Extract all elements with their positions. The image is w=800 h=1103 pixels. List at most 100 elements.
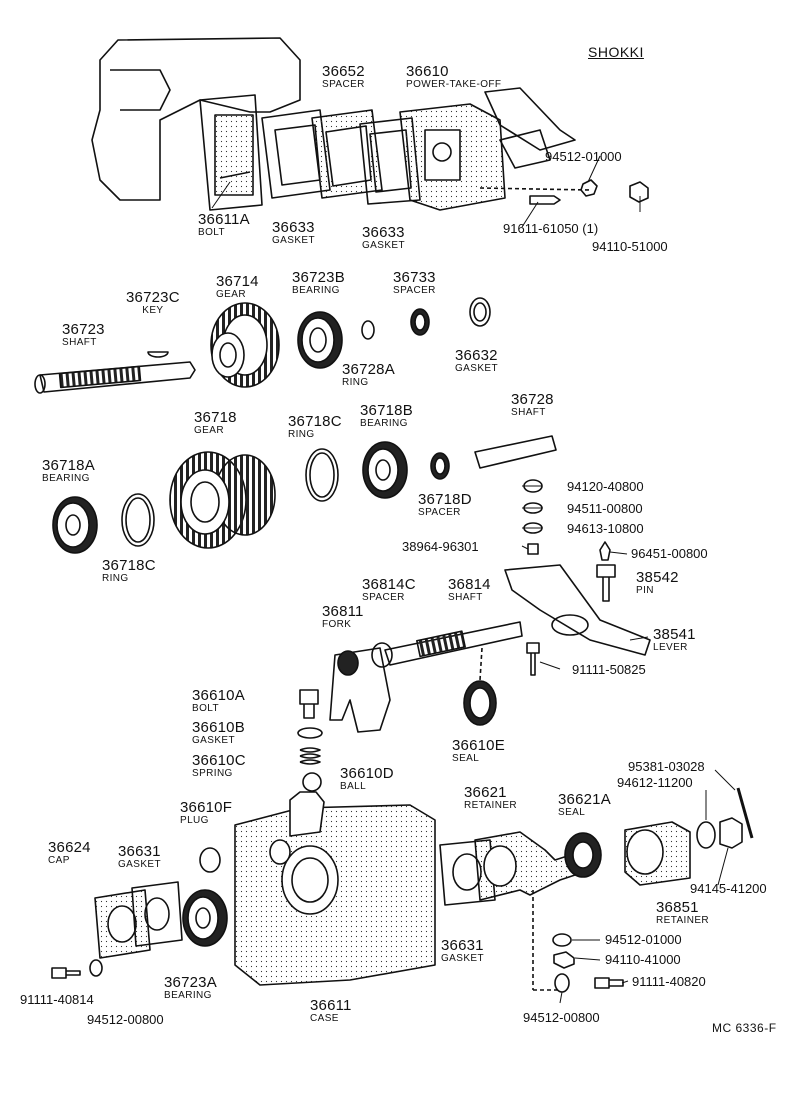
- callout-number: 36723B: [292, 269, 345, 286]
- part-number-94512-00800-bottom: 94512-00800: [523, 1010, 600, 1025]
- part-number-94110-41000: 94110-41000: [605, 952, 681, 967]
- callout-name: PLUG: [180, 815, 209, 826]
- callout-name: BOLT: [198, 227, 225, 238]
- lever-38541: [504, 564, 651, 656]
- callout-36621-retainer: 36621 RETAINER: [464, 785, 517, 811]
- callout-36610f-plug: 36610F PLUG: [180, 800, 232, 826]
- callout-name: SPACER: [322, 79, 365, 90]
- cap-36624: [94, 889, 151, 959]
- callout-36610-power-take-off: 36610 POWER-TAKE-OFF: [406, 64, 501, 90]
- bearing-36723b: [297, 311, 343, 369]
- cotter-pin-95381-03028: [736, 787, 754, 839]
- part-number-94512-01000-bottom: 94512-01000: [605, 932, 682, 947]
- callout-number: 36633: [272, 219, 315, 236]
- callout-name: BALL: [340, 781, 367, 792]
- retainer-36851: [624, 821, 691, 886]
- ring-36728a: [361, 320, 375, 340]
- callout-name: SHAFT: [448, 592, 483, 603]
- callout-name: SHAFT: [511, 407, 546, 418]
- key-36723c: [147, 351, 169, 358]
- shaft-36814: [384, 621, 523, 666]
- callout-36631-gasket-right: 36631 GASKET: [441, 938, 484, 964]
- callout-name: GASKET: [272, 235, 315, 246]
- callout-number: 36718C: [102, 557, 156, 574]
- callout-number: 36811: [322, 603, 364, 620]
- callout-name: GASKET: [441, 953, 484, 964]
- part-number-91111-40814: 91111-40814: [20, 992, 94, 1007]
- spacer-36814c: [371, 642, 393, 668]
- callout-name: POWER-TAKE-OFF: [406, 79, 502, 90]
- callout-number: 36723C: [126, 289, 180, 306]
- spacer-36718d: [430, 452, 450, 480]
- callout-36610d-ball: 36610D BALL: [340, 766, 394, 792]
- bolt-91111-50825: [526, 642, 540, 676]
- callout-36851-retainer: 36851 RETAINER: [656, 900, 709, 926]
- washer-94512-00800-left: [89, 959, 103, 977]
- callout-36610b-gasket: 36610B GASKET: [192, 720, 245, 746]
- gasket-36631-left: [131, 881, 183, 947]
- callout-36811-fork: 36811 FORK: [322, 604, 364, 630]
- callout-name: BEARING: [360, 418, 408, 429]
- transmission-housing: [91, 37, 301, 211]
- callout-36610c-spring: 36610C SPRING: [192, 753, 246, 779]
- part-number-38964-96301: 38964-96301: [402, 539, 479, 554]
- callout-36633-gasket-2: 36633 GASKET: [362, 225, 405, 251]
- gasket-36632: [469, 297, 491, 327]
- callout-36633-gasket-1: 36633 GASKET: [272, 220, 315, 246]
- callout-name: FORK: [322, 619, 352, 630]
- callout-36723-shaft: 36723 SHAFT: [62, 322, 105, 348]
- callout-name: SPRING: [192, 768, 233, 779]
- gear-36718: [169, 451, 276, 549]
- part-number-94145-41200: 94145-41200: [690, 881, 767, 896]
- callout-name: GASKET: [192, 735, 235, 746]
- callout-36624-cap: 36624 CAP: [48, 840, 91, 866]
- callout-number: 36610B: [192, 719, 245, 736]
- callout-number: 36624: [48, 839, 91, 856]
- callout-name: SPACER: [393, 285, 436, 296]
- callout-name: RING: [288, 429, 315, 440]
- callout-36718a-bearing: 36718A BEARING: [42, 458, 95, 484]
- leader-lines: [211, 155, 736, 1004]
- callout-name: GASKET: [362, 240, 405, 251]
- callout-name: RING: [102, 573, 129, 584]
- callout-name: BEARING: [42, 473, 90, 484]
- callout-name: BEARING: [292, 285, 340, 296]
- callout-number: 36621A: [558, 791, 611, 808]
- callout-number: 36610A: [192, 687, 245, 704]
- callout-name: RETAINER: [464, 800, 518, 811]
- part-number-94120-40800: 94120-40800: [567, 479, 644, 494]
- callout-number: 36611A: [198, 211, 250, 228]
- callout-38541-lever: 38541 LEVER: [653, 627, 696, 653]
- gasket-36610b: [297, 727, 323, 739]
- bearing-36718a: [52, 496, 98, 554]
- shaft-36728: [474, 435, 557, 469]
- washer-94512-00800-bottom: [554, 973, 570, 993]
- plug-36610f: [199, 847, 221, 873]
- fitting-96451-00800: [599, 541, 611, 561]
- bearing-36718b: [362, 441, 408, 499]
- power-take-off-unit: [399, 87, 591, 211]
- ring-36718c-right: [305, 448, 339, 502]
- callout-36723a-bearing: 36723A BEARING: [164, 975, 217, 1001]
- nut-94110-41000: [553, 951, 575, 969]
- callout-name: SHAFT: [62, 337, 97, 348]
- callout-36733-spacer: 36733 SPACER: [393, 270, 436, 296]
- callout-36718b-bearing: 36718B BEARING: [360, 403, 413, 429]
- callout-number: 36610D: [340, 765, 394, 782]
- callout-36723c-key: 36723C KEY: [126, 290, 180, 316]
- callout-36718d-spacer: 36718D SPACER: [418, 492, 472, 518]
- callout-name: BOLT: [192, 703, 219, 714]
- callout-number: 36631: [118, 843, 161, 860]
- manufacturer-label: SHOKKI: [588, 44, 644, 60]
- callout-36652-spacer: 36652 SPACER: [322, 64, 365, 90]
- seal-36621a: [564, 832, 602, 878]
- callout-36611a-bolt: 36611A BOLT: [198, 212, 250, 238]
- washer-94512-01000: [580, 179, 598, 197]
- bolt-36610a: [299, 689, 319, 719]
- callout-number: 36723A: [164, 974, 217, 991]
- callout-number: 36631: [441, 937, 484, 954]
- callout-36718-gear: 36718 GEAR: [194, 410, 237, 436]
- callout-36728a-ring: 36728A RING: [342, 362, 395, 388]
